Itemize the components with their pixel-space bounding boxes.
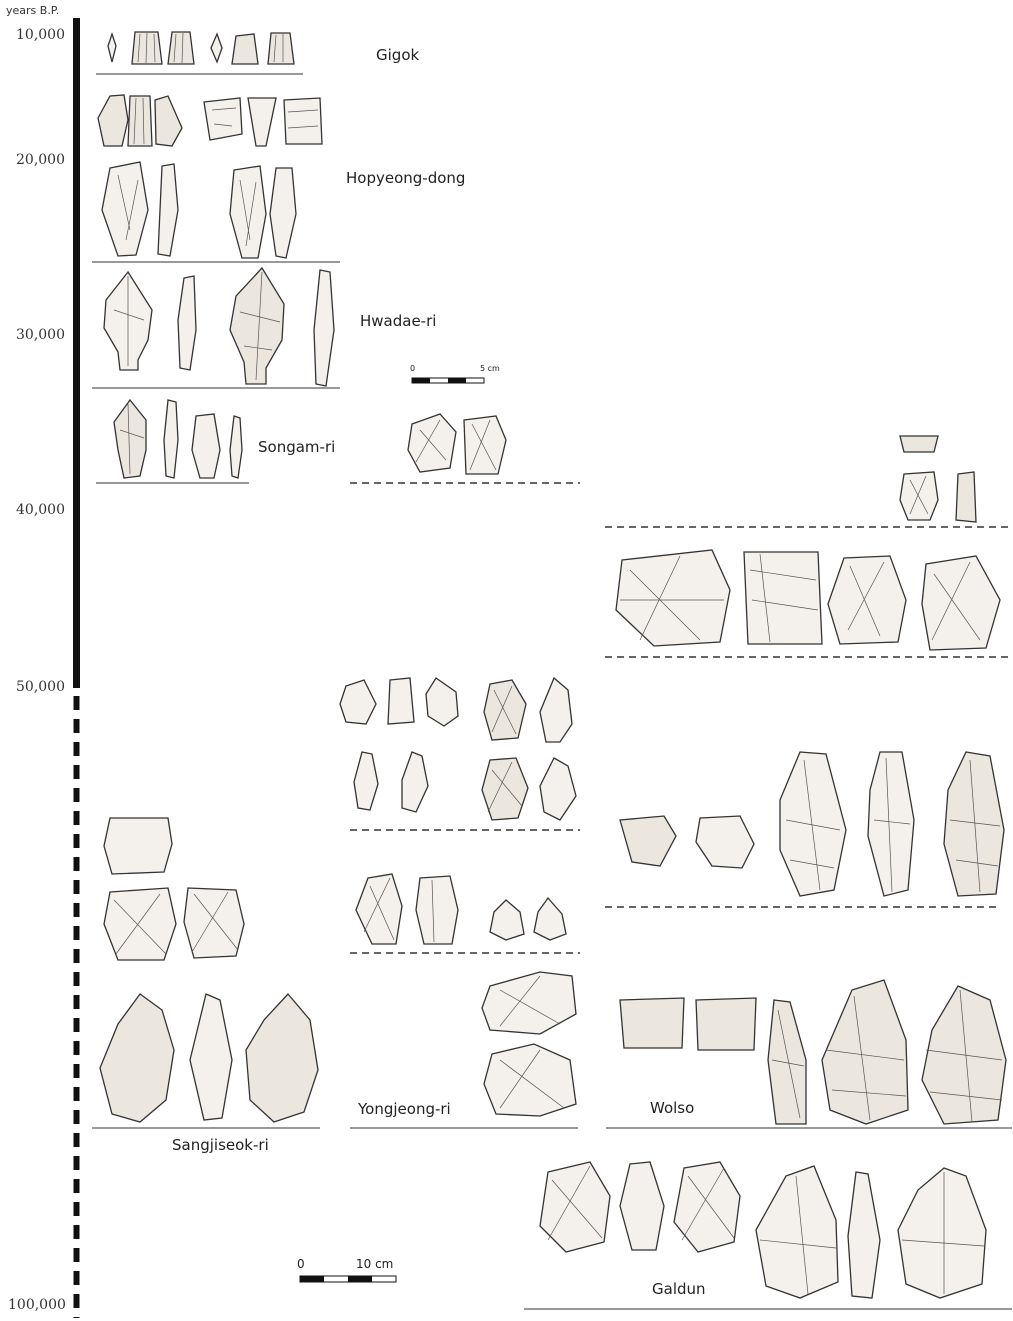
tick-label-30000: 30,000	[16, 327, 65, 343]
artifact-drawing	[744, 552, 822, 644]
artifact-drawing	[158, 164, 178, 256]
artifact-drawing	[192, 414, 220, 478]
artifact-drawing	[246, 994, 318, 1122]
artifact-drawing	[616, 550, 730, 646]
artifact-drawing	[356, 874, 402, 944]
scale-large-length-label: 10 cm	[356, 1257, 393, 1271]
artifact-drawing	[168, 32, 194, 64]
artifact-drawing	[248, 98, 276, 146]
artifact-drawing	[388, 678, 414, 724]
artifact-drawing	[768, 1000, 806, 1124]
artifact-drawing	[484, 680, 526, 740]
artifact-drawing	[944, 752, 1004, 896]
tick-label-100000: 100,000	[8, 1297, 66, 1313]
site-label-hopyeong: Hopyeong-dong	[346, 169, 465, 187]
artifact-drawing	[104, 888, 176, 960]
artifact-drawing	[314, 270, 334, 386]
artifact-drawing	[128, 96, 152, 146]
artifact-drawing	[402, 752, 428, 812]
artifact-drawing	[674, 1162, 740, 1252]
scale-bar-small	[412, 378, 484, 383]
artifact-drawing	[464, 416, 506, 474]
artifact-drawing	[534, 898, 566, 940]
artifact-drawing	[190, 994, 232, 1120]
artifact-drawing	[108, 34, 116, 62]
artifact-drawing	[230, 166, 266, 258]
tick-label-40000: 40,000	[16, 502, 65, 518]
site-label-yongjeong: Yongjeong-ri	[358, 1100, 451, 1118]
artifact-drawing	[540, 758, 576, 820]
artifact-drawing	[104, 818, 172, 874]
artifact-drawing	[164, 400, 178, 478]
timeline-solid-bar	[73, 18, 80, 688]
artifact-drawing	[696, 998, 756, 1050]
site-label-sangjiseok: Sangjiseok-ri	[172, 1136, 269, 1154]
sangjiseok-artifacts	[100, 818, 318, 1122]
artifact-drawing	[822, 980, 908, 1124]
artifact-drawing	[956, 472, 976, 522]
upper-right-artifacts	[616, 436, 1000, 650]
artifact-drawing	[100, 994, 174, 1122]
artifact-drawing	[230, 416, 242, 478]
artifact-drawing	[408, 414, 456, 472]
artifact-drawing	[780, 752, 846, 896]
hopyeong-artifacts	[98, 95, 322, 258]
site-label-hwadae: Hwadae-ri	[360, 312, 436, 330]
tick-label-10000: 10,000	[16, 27, 65, 43]
scale-small-zero-label: 0	[410, 364, 415, 373]
tick-label-50000: 50,000	[16, 679, 65, 695]
artifact-drawing	[898, 1168, 986, 1298]
artifact-drawing	[184, 888, 244, 958]
artifact-drawing	[540, 678, 572, 742]
artifact-drawing	[204, 98, 242, 140]
artifact-drawing	[178, 276, 196, 370]
scale-small-length-label: 5 cm	[480, 364, 500, 373]
middle-upper-artifacts	[408, 414, 506, 474]
galdun-artifacts	[540, 1162, 986, 1298]
artifact-drawing	[482, 972, 576, 1034]
artifact-drawing	[416, 876, 458, 944]
artifact-drawing	[900, 436, 938, 452]
artifact-drawing	[232, 34, 258, 64]
artifact-drawing	[102, 162, 148, 256]
artifact-drawing	[211, 34, 222, 62]
hwadae-artifacts	[104, 268, 334, 386]
tick-label-20000: 20,000	[16, 152, 65, 168]
artifact-drawing	[155, 96, 182, 146]
artifact-drawing	[340, 680, 376, 724]
artifact-drawing	[270, 168, 296, 258]
site-label-galdun: Galdun	[652, 1280, 706, 1298]
timeline-units-label: years B.P.	[6, 4, 59, 17]
artifact-drawing	[620, 1162, 664, 1250]
artifact-drawing	[620, 998, 684, 1048]
artifact-drawing	[490, 900, 524, 940]
site-label-songam: Songam-ri	[258, 438, 335, 456]
scale-large-zero-label: 0	[297, 1257, 305, 1271]
site-label-gigok: Gigok	[376, 46, 419, 64]
gigok-artifacts	[108, 32, 294, 64]
artifact-drawing	[620, 816, 676, 866]
wolso-artifacts	[620, 752, 1006, 1124]
artifact-drawing	[828, 556, 906, 644]
artifact-drawing	[354, 752, 378, 810]
timeline-axis	[73, 18, 80, 1318]
yongjeong-artifacts	[340, 678, 576, 1116]
artifact-drawing	[484, 1044, 576, 1116]
artifact-drawing	[98, 95, 128, 146]
artifact-drawing	[268, 33, 294, 64]
artifact-drawing	[696, 816, 754, 868]
artifact-drawing	[848, 1172, 880, 1298]
artifact-drawing	[900, 472, 938, 520]
site-label-wolso: Wolso	[650, 1099, 694, 1117]
artifact-drawing	[284, 98, 322, 144]
scale-bar-large	[300, 1276, 396, 1282]
songam-artifacts	[114, 400, 242, 478]
artifact-drawing	[426, 678, 458, 726]
